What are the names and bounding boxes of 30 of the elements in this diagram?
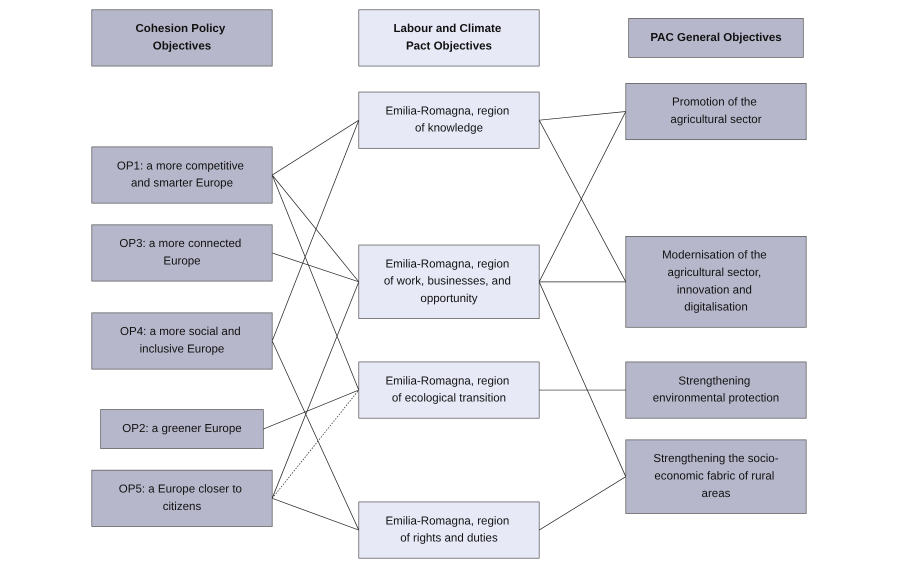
- node-box: Cohesion Policy Objectives: [91, 9, 273, 66]
- node-box: Emilia-Romagna, region of knowledge: [358, 92, 540, 149]
- node-box: Emilia-Romagna, region of rights and duties: [358, 502, 540, 559]
- connector: [272, 340, 360, 530]
- node-box: OP4: a more social and inclusive Europe: [91, 312, 273, 370]
- node-box: Labour and Climate Pact Objectives: [358, 9, 540, 66]
- connector: [538, 476, 626, 530]
- connector: [272, 174, 360, 282]
- connector: [272, 390, 360, 499]
- node-box: OP1: a more competitive and smarter Europe: [91, 146, 273, 204]
- node-box: OP2: a greener Europe: [100, 409, 264, 449]
- node-box: Strengthening environmental protection: [625, 362, 807, 419]
- connector: [272, 120, 360, 342]
- connector: [538, 281, 626, 282]
- node-box: Emilia-Romagna, region of work, businesses, and opportunity: [358, 244, 540, 319]
- node-box: Strengthening the socio-economic fabric of rural areas: [625, 440, 807, 514]
- connector: [538, 111, 626, 121]
- connector: [272, 174, 360, 390]
- connector: [262, 390, 360, 430]
- node-box: OP5: a Europe closer to citizens: [91, 470, 273, 527]
- connector: [538, 281, 626, 478]
- node-box: Modernisation of the agricultural sector, innovation and digitalisation: [625, 236, 807, 328]
- node-box: PAC General Objectives: [628, 18, 804, 58]
- node-box: Emilia-Romagna, region of ecological transition: [358, 362, 540, 419]
- node-box: Promotion of the agricultural sector: [625, 83, 807, 140]
- connector: [272, 281, 360, 499]
- node-box: OP3: a more connected Europe: [91, 224, 273, 282]
- connector: [272, 252, 360, 282]
- connector: [272, 120, 360, 176]
- connector: [272, 498, 360, 530]
